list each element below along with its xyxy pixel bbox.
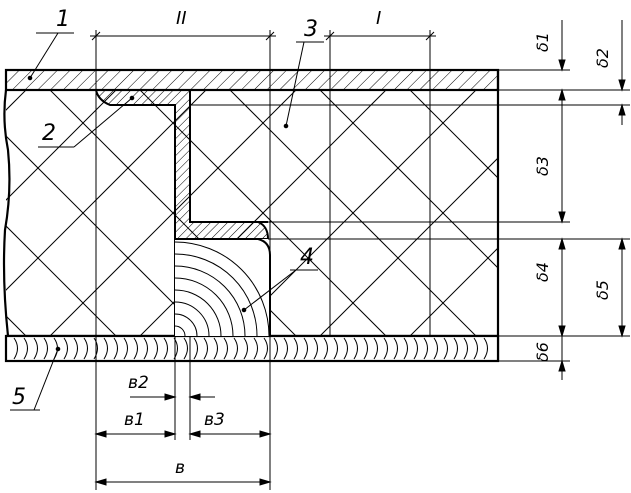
grain-mark [293, 337, 298, 360]
zone-label-1: I [376, 8, 381, 29]
grain-mark [203, 337, 208, 360]
grain-mark [103, 337, 108, 360]
width-label-b: в [175, 458, 185, 478]
hatch-line [409, 247, 498, 336]
part-label-5: 5 [12, 385, 26, 410]
grain-mark [403, 337, 408, 360]
thickness-dimension-lines [558, 20, 626, 380]
thickness-label-d6: δ6 [533, 342, 552, 362]
grain-mark [83, 337, 88, 360]
grain-mark [143, 337, 148, 360]
grain-mark [463, 337, 468, 360]
grain-mark [93, 337, 98, 360]
width-label-b3: в3 [204, 410, 225, 430]
hatch-line [319, 157, 498, 336]
grain-mark [163, 337, 168, 360]
thickness-label-d3: δ3 [533, 156, 552, 176]
grain-mark [323, 337, 328, 360]
grain-mark [63, 337, 68, 360]
grain-mark [133, 337, 138, 360]
grain-mark [393, 337, 398, 360]
zone-extension-lines [95, 30, 431, 490]
bottom-board-layer [4, 334, 500, 363]
hatch-line [6, 90, 117, 201]
grain-mark [353, 337, 358, 360]
grain-mark [253, 337, 258, 360]
grain-mark [333, 337, 338, 360]
width-label-b1: в1 [124, 410, 145, 430]
grain-mark [43, 337, 48, 360]
thickness-label-d1: δ1 [533, 32, 552, 52]
part-label-4: 4 [300, 245, 314, 270]
grain-mark [373, 337, 378, 360]
grain-mark [433, 337, 438, 360]
grain-mark [33, 337, 38, 360]
grain-mark [223, 337, 228, 360]
grain-mark [183, 337, 188, 360]
zone-dimension-lines [90, 31, 436, 41]
grain-mark [453, 337, 458, 360]
grain-mark [383, 337, 388, 360]
core-insulation-layer [6, 90, 498, 336]
grain-mark [283, 337, 288, 360]
thickness-label-d5: δ5 [593, 280, 612, 300]
part-label-1: 1 [56, 7, 70, 32]
hatch-line [6, 225, 117, 336]
thickness-label-d4: δ4 [533, 262, 552, 282]
leader-lines [10, 32, 324, 411]
grain-mark [263, 337, 268, 360]
grain-mark [23, 337, 28, 360]
grain-mark [363, 337, 368, 360]
hatch-line [6, 90, 207, 291]
width-dimension-lines [94, 393, 272, 486]
grain-mark [343, 337, 348, 360]
hatch-line [409, 90, 498, 179]
width-label-b2: в2 [128, 373, 149, 393]
thickness-label-d2: δ2 [593, 48, 612, 68]
grain-mark [113, 337, 118, 360]
grain-mark [303, 337, 308, 360]
part-label-2: 2 [42, 121, 56, 146]
grain-mark [233, 337, 238, 360]
grain-mark [73, 337, 78, 360]
top-cladding-layer [4, 68, 500, 92]
zone-label-2: II [176, 8, 187, 29]
part-label-3: 3 [304, 17, 318, 42]
grain-mark [443, 337, 448, 360]
thickness-extension-lines [190, 69, 630, 362]
grain-mark [153, 337, 158, 360]
grain-mark [413, 337, 418, 360]
grain-mark [483, 337, 488, 360]
grain-mark [123, 337, 128, 360]
hatch-line [49, 90, 297, 336]
grain-mark [213, 337, 218, 360]
grain-mark [423, 337, 428, 360]
grain-mark [193, 337, 198, 360]
grain-mark [243, 337, 248, 360]
grain-mark [313, 337, 318, 360]
grain-mark [13, 337, 18, 360]
grain-mark [473, 337, 478, 360]
grain-mark [273, 337, 278, 360]
